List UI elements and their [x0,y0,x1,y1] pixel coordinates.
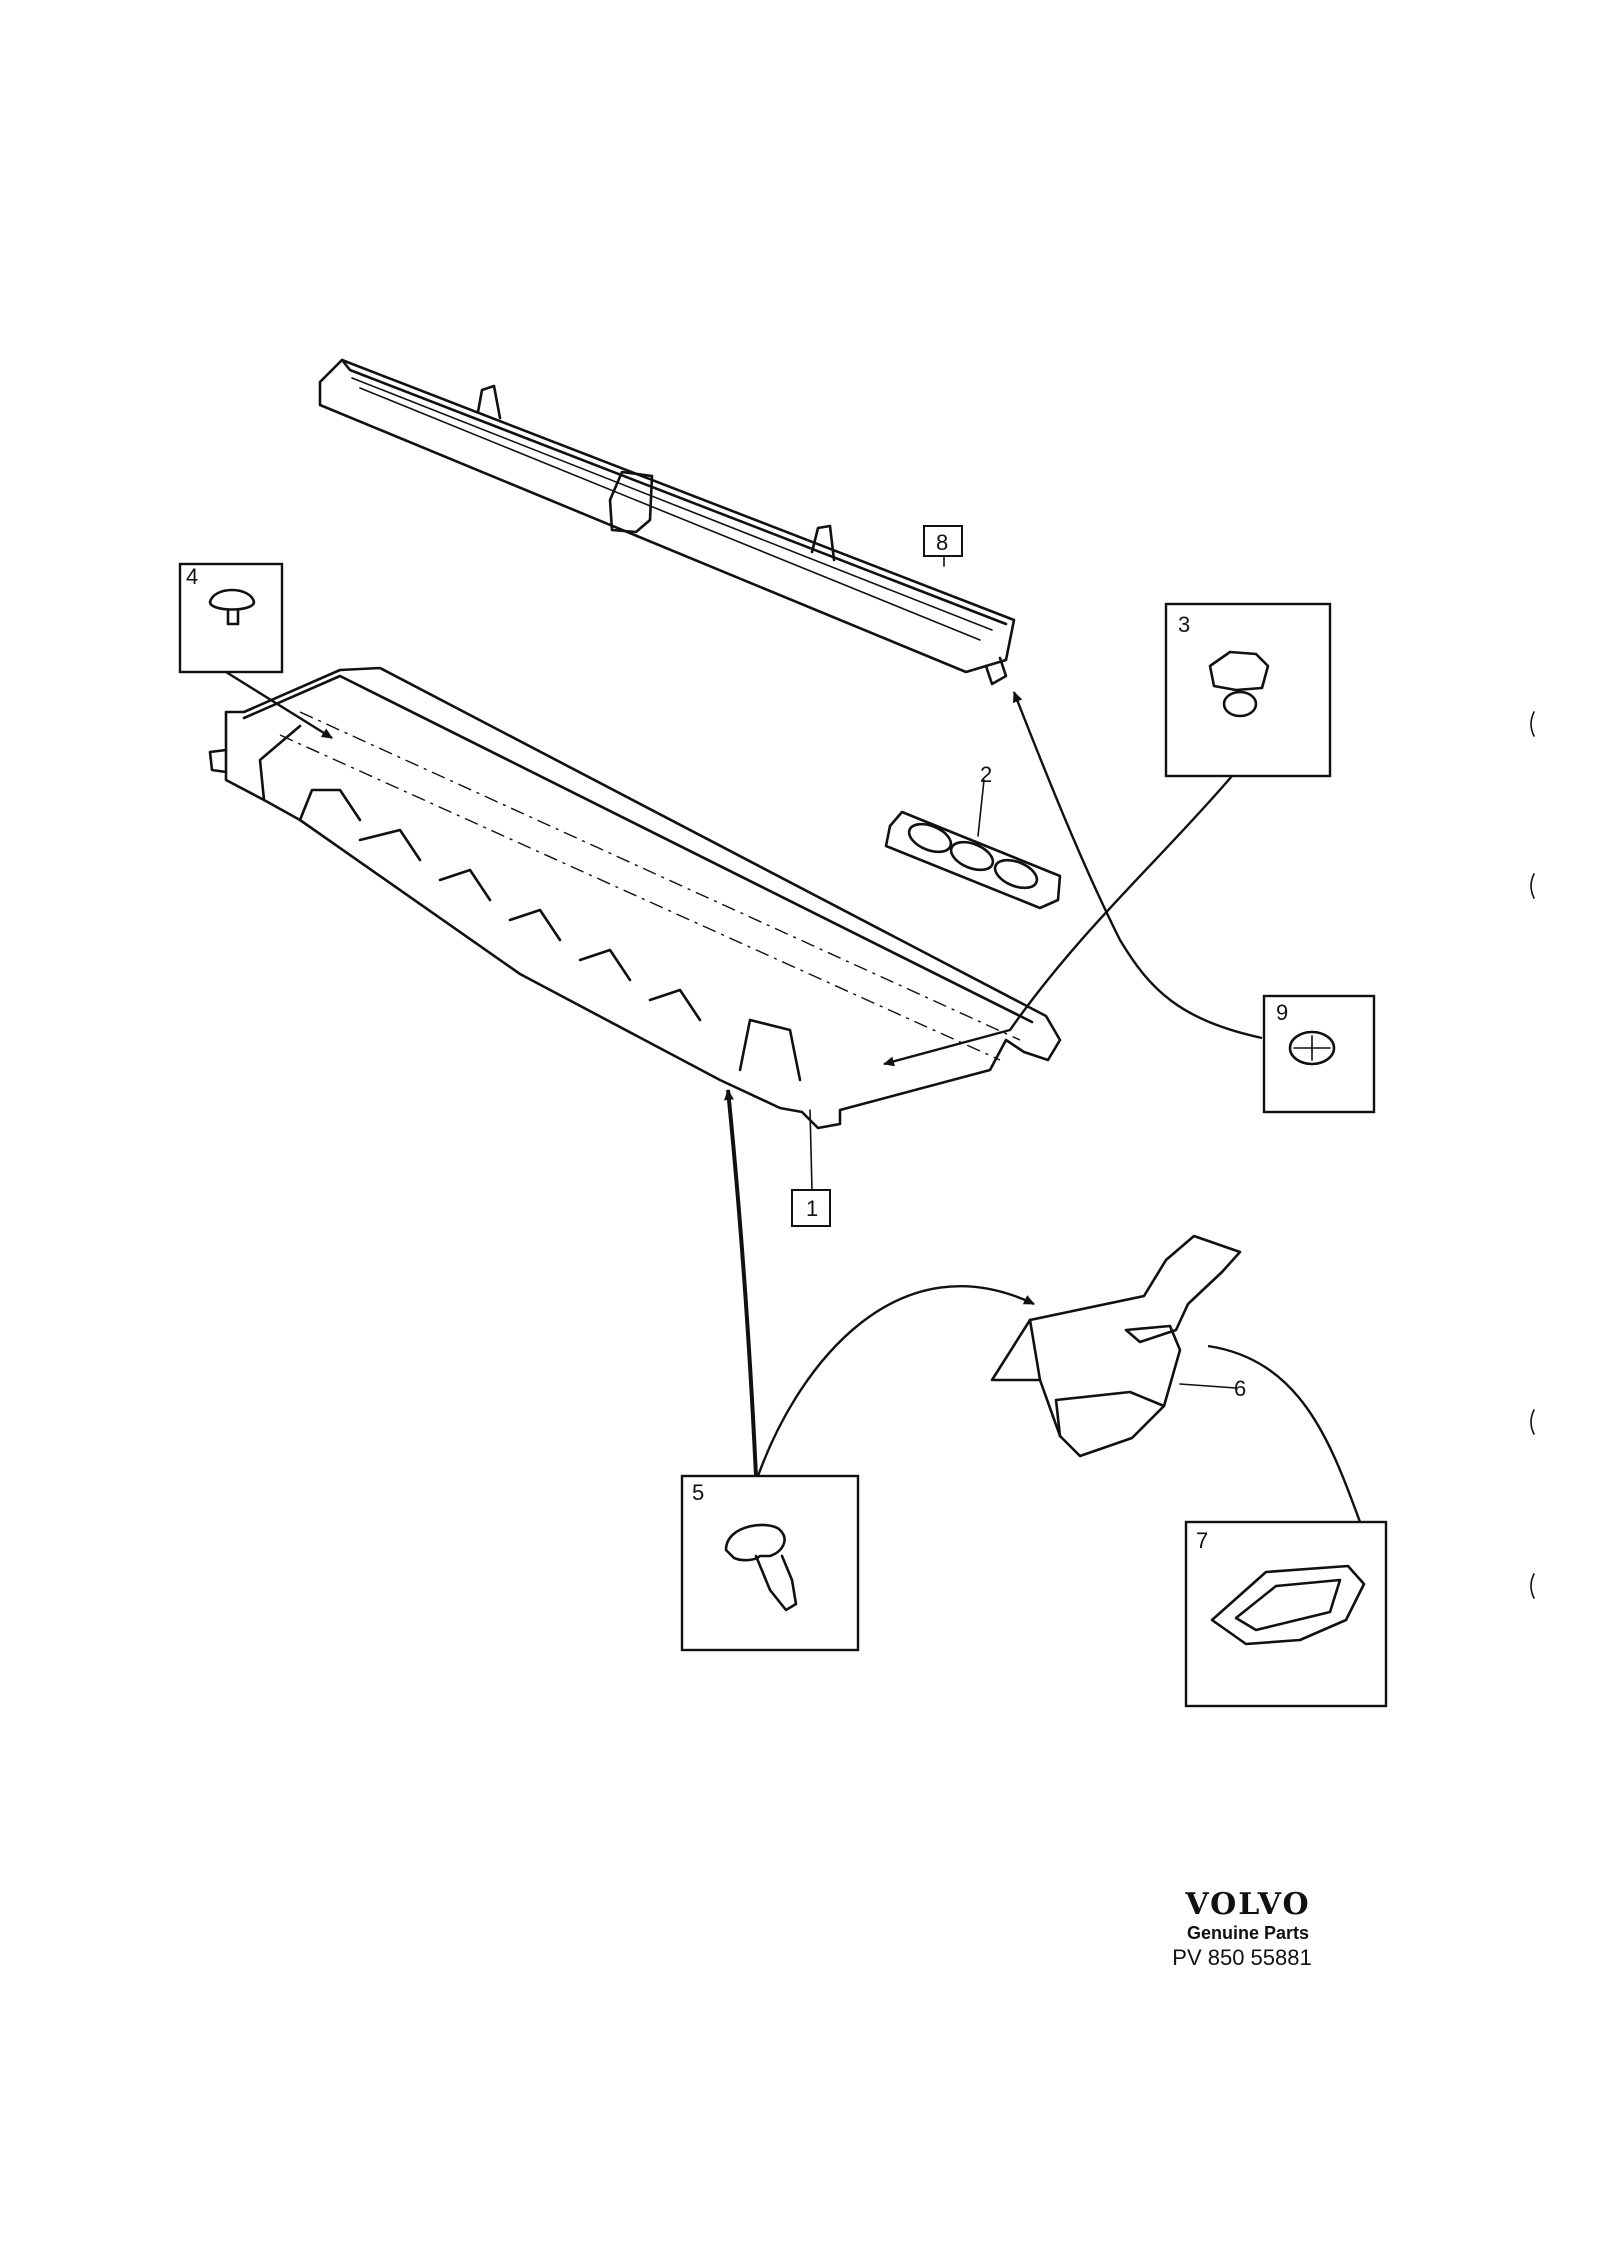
part-1-tray [208,666,1062,1130]
callout-box-3 [1164,602,1332,778]
callout-box-4 [178,562,333,740]
callout-label-2: 2 [980,762,992,787]
callout-label-6: 6 [1234,1376,1246,1401]
callout-label-1: 1 [806,1196,818,1221]
scan-marks [1530,711,1535,1599]
callout-labels: 8 4 3 2 9 1 6 5 7 [186,525,1288,1553]
callout-box-9 [1262,994,1376,1114]
callout-label-5: 5 [692,1480,704,1505]
brand-subtitle: Genuine Parts [1186,1923,1310,1943]
part-8-top-rail [318,358,1016,686]
diagram-code: PV 850 55881 [1172,1945,1312,1970]
volvo-logo: VOLVO [1185,1887,1311,1922]
part-2-clip-strip [884,779,1062,910]
part-6-bracket [990,1234,1242,1458]
callout-label-3: 3 [1178,612,1190,637]
callout-box-7 [1184,1520,1388,1708]
callout-label-8: 8 [936,530,948,555]
callout-box-5 [680,1474,860,1652]
brand-block: VOLVO Genuine Parts PV 850 55881 [1148,1888,1348,1972]
leader-lines [724,545,1362,1523]
callout-label-7: 7 [1196,1528,1208,1553]
callout-label-9: 9 [1276,1000,1288,1025]
callout-label-4: 4 [186,564,198,589]
